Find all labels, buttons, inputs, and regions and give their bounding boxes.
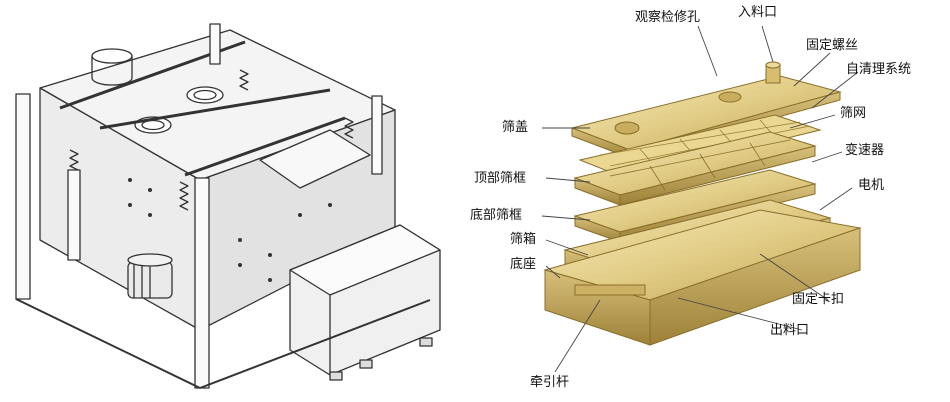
label-discharge-outlet: 出料口	[770, 323, 810, 338]
leader-lines	[541, 25, 859, 373]
label-fixing-screw: 固定螺丝	[806, 38, 859, 53]
label-screen-box: 筛箱	[510, 232, 537, 247]
label-feed-inlet: 入料口	[738, 5, 778, 20]
label-gearbox: 变速器	[845, 143, 885, 158]
label-top-frame: 顶部筛框	[474, 171, 527, 186]
label-bottom-frame: 底部筛框	[470, 208, 523, 223]
part-base	[543, 209, 862, 346]
machine-line-drawing	[15, 23, 441, 389]
label-base: 底座	[510, 257, 537, 272]
label-motor: 电机	[858, 178, 885, 193]
label-inspection-port: 观察检修孔	[635, 10, 701, 25]
label-fixing-clip: 固定卡扣	[792, 292, 845, 307]
label-screen-cover: 筛盖	[502, 120, 529, 135]
exploded-parts-illustration	[543, 61, 862, 346]
label-self-cleaning-system: 自清理系统	[846, 62, 912, 77]
label-tie-rod: 牵引杆	[530, 375, 570, 390]
label-screen-mesh: 筛网	[840, 106, 867, 121]
